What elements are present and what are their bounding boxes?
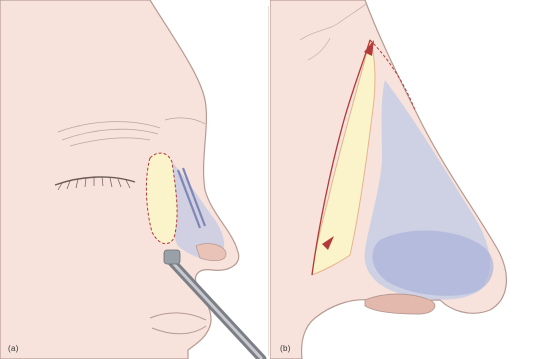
panel-a-label: (a) — [8, 344, 19, 353]
panel-b-label: (b) — [280, 344, 291, 353]
panel-divider — [268, 6, 269, 356]
panel-a: (a) — [0, 0, 270, 359]
face-skin-a — [0, 0, 239, 359]
panel-b: (b) — [270, 0, 538, 359]
panel-b-illustration — [270, 0, 538, 359]
implant-pocket-a — [146, 153, 177, 244]
panel-a-illustration — [0, 0, 270, 359]
